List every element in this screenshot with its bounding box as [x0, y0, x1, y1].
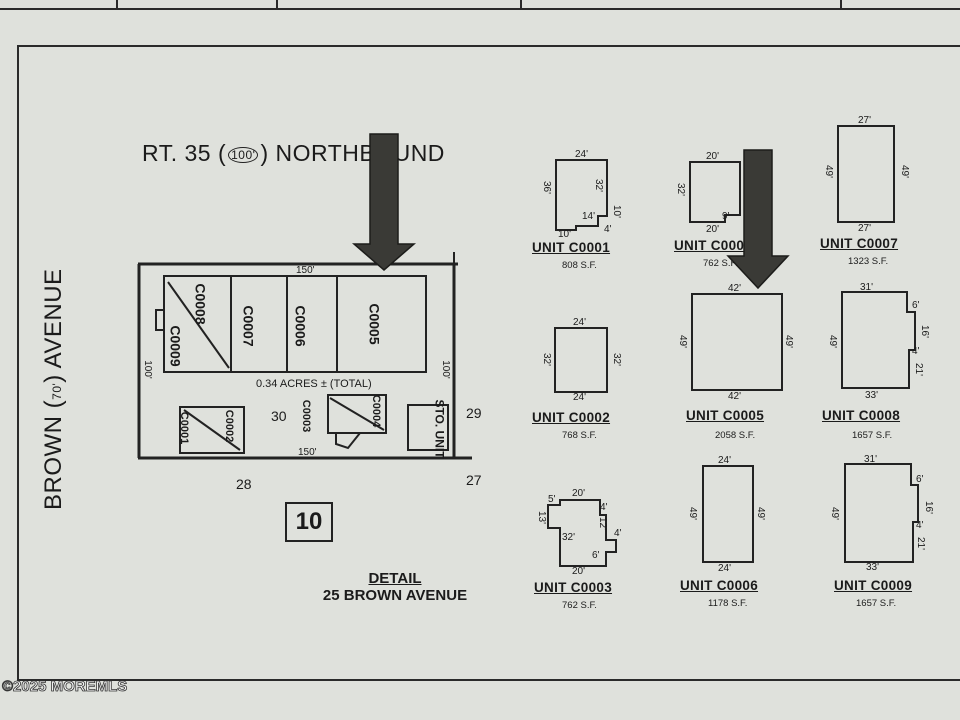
down-arrow-icon: [351, 133, 417, 271]
c0003-dim-jog: 4': [600, 502, 608, 513]
c0003-label: UNIT C0003: [534, 580, 613, 595]
c0006-label: UNIT C0006: [680, 578, 759, 593]
detail-title: DETAIL: [368, 570, 422, 587]
c0007-dim-top: 27': [858, 115, 872, 126]
lot-number-29: 29: [466, 405, 482, 421]
c0003-dim-top: 20': [572, 488, 586, 499]
c0001-dim-top: 24': [575, 149, 589, 160]
c0004-dim-bottom: 20': [706, 224, 720, 235]
c0007-label: UNIT C0007: [820, 236, 899, 251]
c0005-sf: 2058 S.F.: [715, 430, 756, 441]
c0001-dim-step: 14': [582, 211, 596, 222]
c0003-dim-bottom: 20': [572, 566, 586, 577]
c0003-dim-tab: 5': [548, 494, 556, 505]
down-arrow-icon: [726, 149, 790, 290]
c0001-dim-jog: 4': [604, 224, 612, 235]
c0005-label: UNIT C0005: [686, 408, 765, 423]
top-border-line: [0, 8, 960, 10]
c0008-dim-jog2: 4': [912, 346, 920, 357]
c0001-label: UNIT C0001: [532, 240, 611, 255]
c0004-dim-top: 20': [706, 151, 720, 162]
road-north-width: 100': [228, 146, 259, 163]
c0003-dim-left: 32': [562, 532, 576, 543]
detail-address: 25 BROWN AVENUE: [322, 587, 468, 604]
c0008-dim-jog1: 6': [912, 300, 920, 311]
c0006-dim-bottom: 24': [718, 563, 732, 574]
block-number: 10: [285, 502, 333, 542]
c0009-sf: 1657 S.F.: [856, 598, 897, 609]
c0006-sf: 1178 S.F.: [708, 598, 748, 609]
c0001-sf: 808 S.F.: [562, 260, 597, 271]
c0005-dim-top: 42': [728, 283, 742, 294]
c0008-label: UNIT C0008: [822, 408, 901, 423]
top-border-tick: [116, 0, 118, 10]
top-border-tick: [840, 0, 842, 10]
detail-caption: DETAIL 25 BROWN AVENUE: [300, 570, 490, 604]
c0007-sf: 1323 S.F.: [848, 256, 889, 267]
acreage-label: 0.34 ACRES ± (TOTAL): [256, 378, 372, 390]
c0009-label: UNIT C0009: [834, 578, 913, 593]
c0009-dim-jog1: 6': [916, 474, 924, 485]
lot-number-28: 28: [236, 476, 252, 492]
plan-sheet: [17, 45, 960, 681]
c0008-sf: 1657 S.F.: [852, 430, 893, 441]
c0001-dim-bottom: 10': [558, 229, 572, 240]
c0008-dim-top: 31': [860, 282, 874, 293]
lot-bottom-dim: 150': [298, 447, 317, 458]
c0004-sf: 762 S.F.: [703, 258, 738, 269]
c0004-label: UNIT C0004: [674, 238, 753, 253]
c0005-dim-bottom: 42': [728, 391, 742, 402]
c0004-dim-step: 9': [722, 211, 730, 222]
c0009-dim-jog2: 4': [916, 520, 924, 531]
c0003-sf: 762 S.F.: [562, 600, 597, 611]
road-north-name: RT. 35: [142, 140, 212, 166]
lot-number-27: 27: [466, 472, 482, 488]
c0002-dim-top: 24': [573, 317, 587, 328]
c0009-dim-top: 31': [864, 454, 878, 465]
c0002-label: UNIT C0002: [532, 410, 611, 425]
c0007-dim-bottom: 27': [858, 223, 872, 234]
c0009-dim-bottom: 33': [866, 562, 880, 573]
top-border-strip: [0, 0, 960, 18]
c0003-dim-bump: 4': [614, 528, 622, 539]
top-border-tick: [520, 0, 522, 10]
c0003-dim-step: 6': [592, 550, 600, 561]
lot-top-dim: 150': [296, 265, 315, 276]
copyright-watermark: ©2025 MOREMLS: [2, 678, 128, 696]
c0008-dim-bottom: 33': [865, 390, 879, 401]
top-border-tick: [276, 0, 278, 10]
road-north-direction: NORTHBOUND: [275, 140, 445, 166]
c0006-dim-top: 24': [718, 455, 732, 466]
c0002-dim-bottom: 24': [573, 392, 587, 403]
c0002-sf: 768 S.F.: [562, 430, 597, 441]
road-label-north: RT. 35 (100') NORTHBOUND: [142, 140, 445, 166]
lot-number-30: 30: [271, 408, 287, 424]
